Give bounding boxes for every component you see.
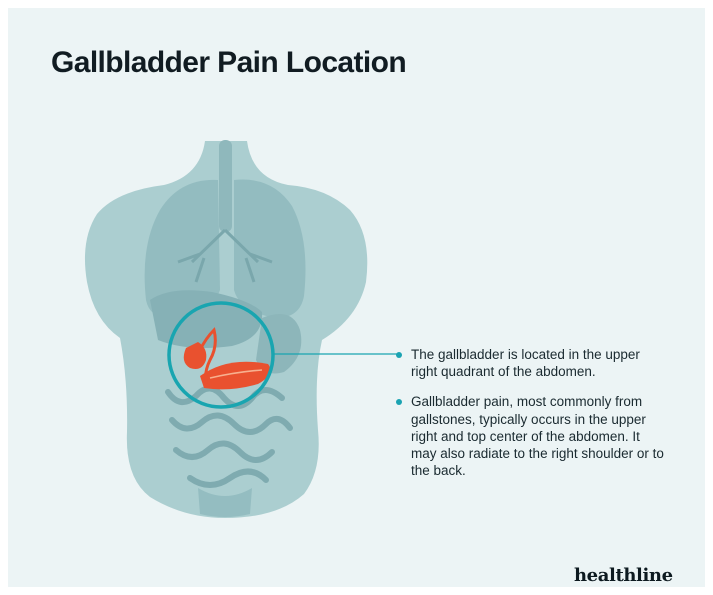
bullet-dot-icon <box>396 399 402 405</box>
bullet-pain: Gallbladder pain, most commonly from gal… <box>396 393 666 479</box>
bullet-text: Gallbladder pain, most commonly from gal… <box>411 394 664 478</box>
info-bullets: The gallbladder is located in the upper … <box>396 346 666 492</box>
bullet-location: The gallbladder is located in the upper … <box>396 346 666 380</box>
bullet-text: The gallbladder is located in the upper … <box>411 347 640 379</box>
healthline-logo: healthline <box>574 565 673 586</box>
bullet-dot-icon <box>396 352 402 358</box>
